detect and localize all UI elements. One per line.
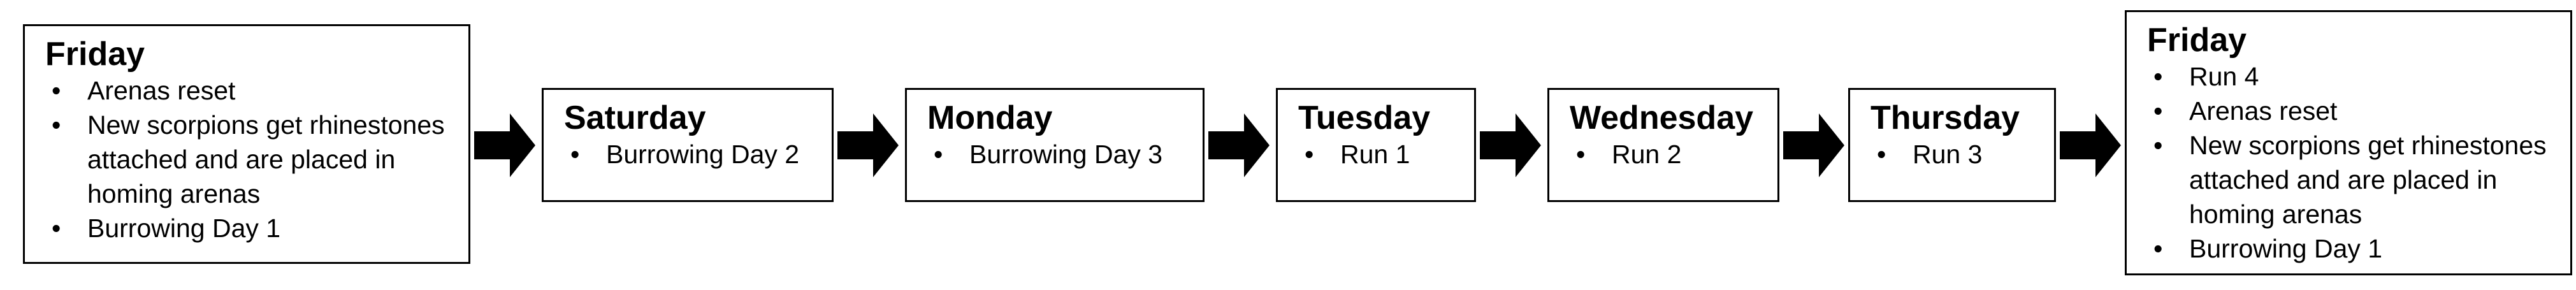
step-item-list: Run 1	[1298, 137, 1461, 171]
step-box-friday-end: Friday Run 4 Arenas reset New scorpions …	[2125, 10, 2572, 275]
flow-arrow-icon	[2060, 113, 2121, 177]
step-box-thursday: Thursday Run 3	[1848, 88, 2056, 202]
step-box-monday: Monday Burrowing Day 3	[905, 88, 1205, 202]
step-item-list: Burrowing Day 2	[564, 137, 819, 171]
step-item: Arenas reset	[2147, 94, 2558, 128]
step-title: Friday	[2147, 22, 2247, 59]
step-title: Saturday	[564, 99, 706, 136]
step-item: Run 1	[1298, 137, 1461, 171]
step-title: Friday	[45, 36, 145, 73]
step-box-saturday: Saturday Burrowing Day 2	[542, 88, 834, 202]
step-item: New scorpions get rhinestones attached a…	[45, 108, 456, 211]
step-box-friday-start: Friday Arenas reset New scorpions get rh…	[23, 24, 470, 264]
step-item: Run 4	[2147, 59, 2558, 94]
step-item: Burrowing Day 2	[564, 137, 819, 171]
step-box-tuesday: Tuesday Run 1	[1276, 88, 1476, 202]
step-item: Burrowing Day 3	[927, 137, 1190, 171]
flow-arrow-icon	[474, 113, 535, 177]
step-title: Tuesday	[1298, 99, 1431, 136]
step-item-list: Run 3	[1870, 137, 2041, 171]
step-item-list: Run 2	[1570, 137, 1765, 171]
step-item: Burrowing Day 1	[2147, 231, 2558, 266]
step-item: New scorpions get rhinestones attached a…	[2147, 128, 2558, 231]
step-item: Run 3	[1870, 137, 2041, 171]
step-box-wednesday: Wednesday Run 2	[1547, 88, 1779, 202]
step-item-list: Burrowing Day 3	[927, 137, 1190, 171]
step-title: Monday	[927, 99, 1053, 136]
flow-arrow-icon	[1480, 113, 1541, 177]
step-item: Burrowing Day 1	[45, 211, 456, 245]
flow-arrow-icon	[1208, 113, 1270, 177]
step-item-list: Run 4 Arenas reset New scorpions get rhi…	[2147, 59, 2558, 266]
step-title: Wednesday	[1570, 99, 1754, 136]
step-item-list: Arenas reset New scorpions get rhineston…	[45, 73, 456, 245]
step-title: Thursday	[1870, 99, 2020, 136]
flow-arrow-icon	[1783, 113, 1844, 177]
step-item: Arenas reset	[45, 73, 456, 108]
step-item: Run 2	[1570, 137, 1765, 171]
flow-arrow-icon	[837, 113, 899, 177]
